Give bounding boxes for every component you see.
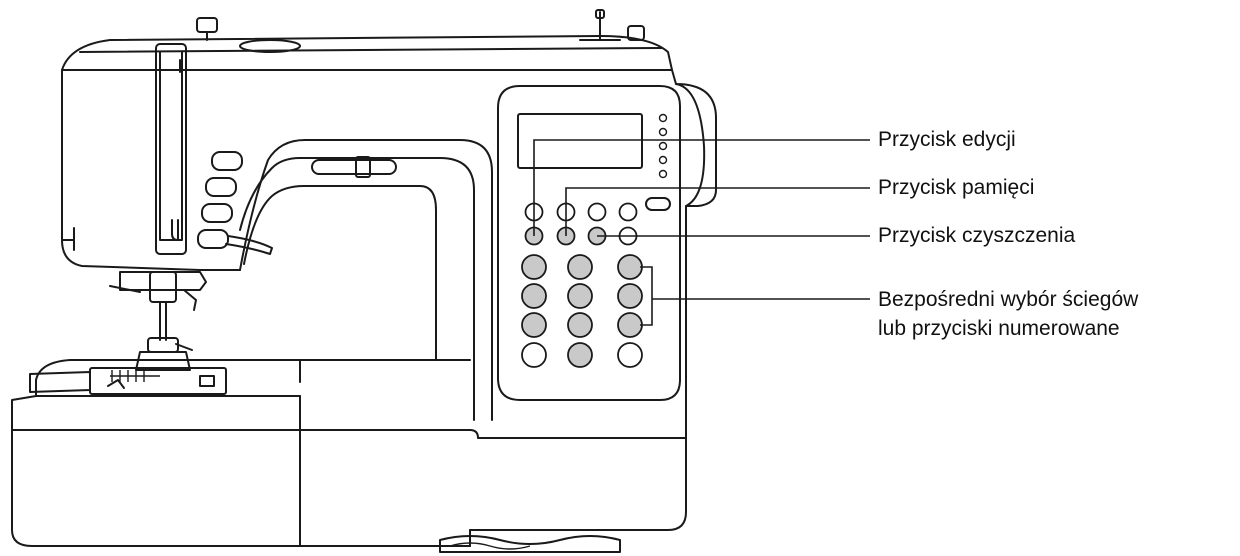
label-direct-selection-line1: Bezpośredni wybór ściegów xyxy=(878,288,1139,311)
leader-memory xyxy=(565,187,870,236)
label-direct-selection-line2: lub przyciski numerowane xyxy=(878,317,1120,340)
function-button xyxy=(587,202,607,222)
label-memory-button: Przycisk pamięci xyxy=(878,176,1035,199)
leader-edit xyxy=(533,139,870,236)
indicator-led xyxy=(658,113,668,123)
stitch-button xyxy=(617,342,643,368)
bracket-direct xyxy=(640,266,653,326)
stitch-button xyxy=(617,254,643,280)
stitch-button xyxy=(521,254,547,280)
leader-lines xyxy=(533,139,870,326)
indicator-led xyxy=(658,155,668,165)
oval-button xyxy=(645,197,671,211)
stitch-button xyxy=(521,312,547,338)
stitch-button xyxy=(617,283,643,309)
stitch-button xyxy=(521,342,547,368)
stitch-button xyxy=(617,312,643,338)
machine-body xyxy=(11,9,717,553)
label-clear-button: Przycisk czyszczenia xyxy=(878,224,1076,247)
indicator-led xyxy=(658,127,668,137)
stitch-button xyxy=(521,283,547,309)
control-panel xyxy=(497,85,681,401)
stitch-button xyxy=(567,254,593,280)
function-button xyxy=(618,202,638,222)
label-edit-button: Przycisk edycji xyxy=(878,128,1016,151)
lcd-display xyxy=(517,113,643,169)
stitch-button xyxy=(567,342,593,368)
indicator-led xyxy=(658,169,668,179)
stitch-button xyxy=(567,312,593,338)
indicator-led xyxy=(658,141,668,151)
stitch-button xyxy=(567,283,593,309)
